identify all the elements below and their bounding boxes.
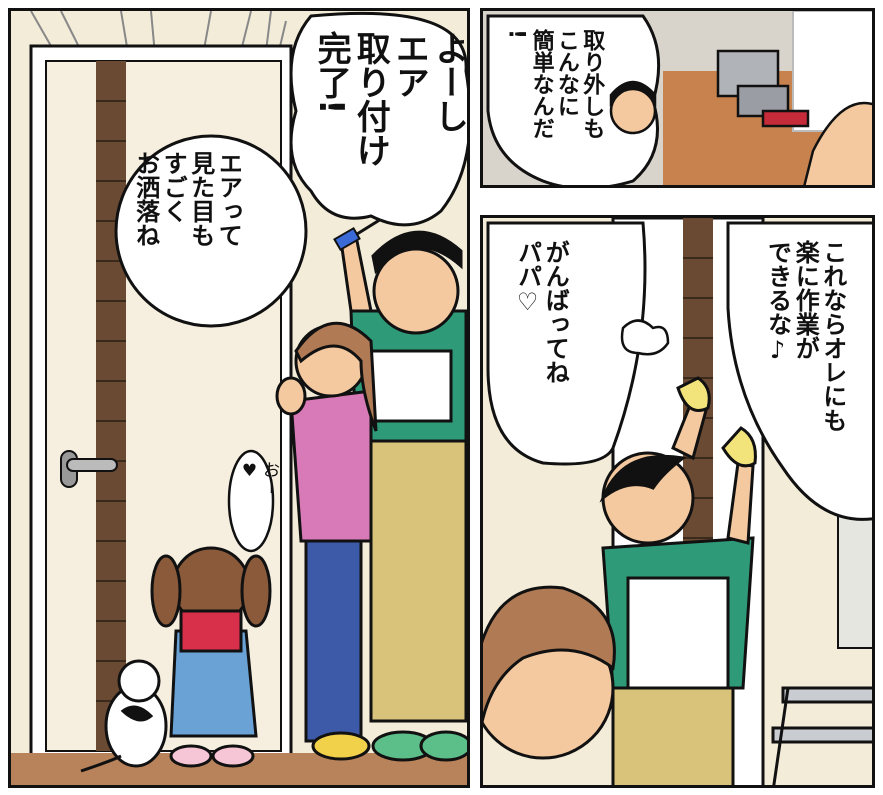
bubble-top-right-text: 取り外しも こんなに 簡単なんだ ! [503,29,605,139]
panel-top-right: 取り外しも こんなに 簡単なんだ ! [480,8,875,188]
bubble-child-text: おー ♥ [239,461,280,495]
bubble-father-shape [289,11,467,227]
bubble-father-bottom-shape [726,221,872,521]
bubble-father-text: よーし エア 取り付け 完了! [311,31,469,167]
bubble-mother-bottom-text: がんばってね パパ♡ [513,240,570,384]
bubble-mother-bottom-shape [486,221,647,466]
panel-left: よーし エア 取り付け 完了! エアって 見た目も すごく お洒落ね おー ♥ [8,8,470,788]
panel-left-art [11,11,467,785]
bubble-child-shape [227,449,275,553]
bubble-mother-shape [114,134,308,328]
bubble-top-right-shape [486,14,661,185]
bubble-father-bottom-text: これならオレにも 楽に作業が できるな♪ [763,240,847,432]
bubble-mother-text: エアって 見た目も すごく お洒落ね [131,151,243,247]
panel-bottom-right-art [483,218,872,785]
panel-bottom-right: がんばってね パパ♡ これならオレにも 楽に作業が できるな♪ [480,215,875,788]
panel-top-right-art [483,11,872,185]
